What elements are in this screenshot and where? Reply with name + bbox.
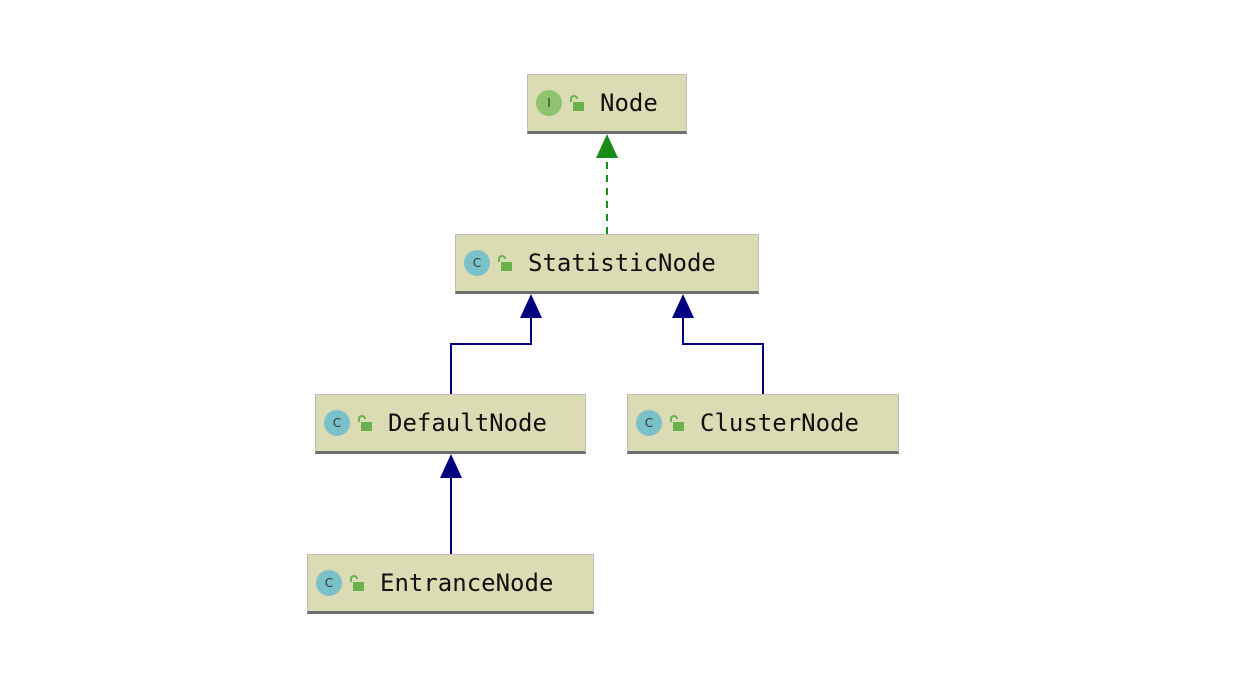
class-icon: C — [464, 250, 490, 276]
unlock-icon — [350, 575, 364, 591]
unlock-icon — [358, 415, 372, 431]
edge-statisticnode-implements-node — [596, 134, 618, 234]
unlock-icon — [498, 255, 512, 271]
class-icon: C — [316, 570, 342, 596]
class-icon: C — [324, 410, 350, 436]
class-icon: C — [636, 410, 662, 436]
unlock-icon — [670, 415, 684, 431]
edge-entrancenode-extends-defaultnode — [440, 454, 462, 554]
node-label: EntranceNode — [380, 569, 554, 597]
node-interface-node[interactable]: I Node — [527, 74, 687, 134]
node-class-defaultnode[interactable]: C DefaultNode — [315, 394, 586, 454]
unlock-icon — [570, 95, 584, 111]
node-label: DefaultNode — [388, 409, 547, 437]
edge-clusternode-extends-statisticnode — [672, 294, 764, 394]
node-label: StatisticNode — [528, 249, 716, 277]
node-label: Node — [600, 89, 658, 117]
node-label: ClusterNode — [700, 409, 859, 437]
edge-defaultnode-extends-statisticnode — [450, 294, 542, 394]
node-class-statisticnode[interactable]: C StatisticNode — [455, 234, 759, 294]
interface-icon: I — [536, 90, 562, 116]
node-class-clusternode[interactable]: C ClusterNode — [627, 394, 899, 454]
node-class-entrancenode[interactable]: C EntranceNode — [307, 554, 594, 614]
